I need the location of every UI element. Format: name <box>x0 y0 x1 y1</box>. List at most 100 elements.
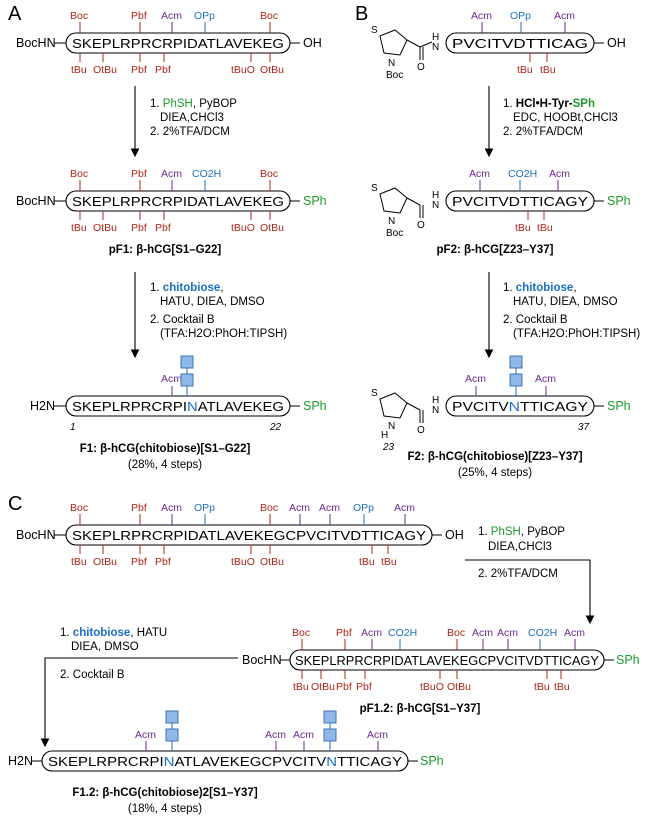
peptide-pf1-precursor: BocHN SKEPLRPRCRPIDATLAVEKEG OH Boc Pbf … <box>16 10 322 76</box>
svg-text:tBu: tBu <box>534 681 550 693</box>
svg-text:SPh: SPh <box>303 399 327 413</box>
svg-text:N: N <box>432 200 439 211</box>
reaction-conditions-c1: 1. PhSH, PyBOP DIEA,CHCl3 2. 2%TFA/DCM <box>478 526 565 580</box>
svg-text:Acm: Acm <box>135 729 156 741</box>
svg-text:Pbf: Pbf <box>155 222 171 234</box>
peptide-pf2: S N Boc O H N PVCITVDTTICAGY SPh Acm CO2… <box>371 168 631 239</box>
svg-text:tBu: tBu <box>359 556 375 568</box>
svg-text:SPh: SPh <box>420 754 444 768</box>
svg-text:SPh: SPh <box>607 194 631 208</box>
svg-text:Boc: Boc <box>386 70 403 81</box>
svg-text:N: N <box>432 42 439 53</box>
compound-name-pf1: pF1: β-hCG[S1–G22] <box>109 244 222 256</box>
svg-text:SKEPLRPRCRPIDATLAVEKEGCPVCITVD: SKEPLRPRCRPIDATLAVEKEGCPVCITVDTTICAGY <box>72 529 427 543</box>
compound-name-f12: F1.2: β-hCG(chitobiose)2[S1–Y37] <box>72 787 257 799</box>
svg-text:tBuO: tBuO <box>231 222 255 234</box>
pg-pbf: Pbf <box>131 10 147 22</box>
sugar-unit <box>509 373 523 387</box>
residue-number: 23 <box>382 442 395 453</box>
svg-text:Pbf: Pbf <box>336 627 352 639</box>
svg-text:N: N <box>388 58 395 69</box>
svg-text:2. 2%TFA/DCM: 2. 2%TFA/DCM <box>478 568 558 580</box>
svg-text:O: O <box>417 62 425 73</box>
sugar-unit <box>180 373 194 387</box>
svg-text:OH: OH <box>445 528 464 542</box>
svg-text:OPp: OPp <box>510 10 531 22</box>
svg-text:Boc: Boc <box>386 228 403 239</box>
svg-text:1. HCl•H-Tyr-SPh: 1. HCl•H-Tyr-SPh <box>503 98 595 110</box>
svg-text:Acm: Acm <box>161 168 182 180</box>
svg-text:H: H <box>432 32 439 43</box>
pg-acm: Acm <box>161 10 182 22</box>
svg-text:Pbf: Pbf <box>336 681 352 693</box>
svg-text:PVCITVDTTICAG: PVCITVDTTICAG <box>452 37 588 51</box>
svg-text:tBu: tBu <box>537 222 553 234</box>
svg-text:2. Cocktail B: 2. Cocktail B <box>60 669 125 681</box>
yield-f12: (18%, 4 steps) <box>128 803 202 815</box>
reaction-arrow <box>40 657 238 748</box>
svg-text:Pbf: Pbf <box>356 681 372 693</box>
thiazolidine-boc: S N Boc O H N <box>371 25 439 81</box>
svg-text:SPh: SPh <box>607 399 631 413</box>
svg-text:2. Cocktail B: 2. Cocktail B <box>150 314 215 326</box>
pg-pbf: Pbf <box>131 64 147 76</box>
residue-number: 37 <box>578 422 590 433</box>
svg-text:tBu: tBu <box>540 64 556 76</box>
svg-text:Pbf: Pbf <box>131 222 147 234</box>
svg-text:SKEPLRPRCRPIDATLAVEKEG: SKEPLRPRCRPIDATLAVEKEG <box>72 195 284 209</box>
svg-text:H: H <box>432 395 439 406</box>
svg-text:2. 2%TFA/DCM: 2. 2%TFA/DCM <box>503 126 583 138</box>
c-term-oh: OH <box>303 36 322 50</box>
svg-text:S: S <box>371 388 378 399</box>
svg-text:CO2H: CO2H <box>388 627 417 639</box>
svg-text:2. Cocktail B: 2. Cocktail B <box>503 314 568 326</box>
sugar-unit <box>165 710 179 724</box>
svg-text:1. chitobiose,: 1. chitobiose, <box>150 282 224 294</box>
panel-label-a: A <box>8 3 22 25</box>
pg-otbu: OtBu <box>260 64 284 76</box>
svg-text:DIEA, DMSO: DIEA, DMSO <box>71 641 139 653</box>
svg-text:CO2H: CO2H <box>508 168 537 180</box>
svg-text:DIEA,CHCl3: DIEA,CHCl3 <box>160 112 224 124</box>
svg-text:Acm: Acm <box>469 168 490 180</box>
svg-text:PVCITVDTTICAGY: PVCITVDTTICAGY <box>452 195 589 209</box>
reaction-conditions-b1: 1. HCl•H-Tyr-SPh EDC, HOOBt,CHCl3 2. 2%T… <box>503 98 618 138</box>
svg-text:N: N <box>432 405 439 416</box>
svg-text:HATU, DIEA, DMSO: HATU, DIEA, DMSO <box>160 296 265 308</box>
svg-text:Acm: Acm <box>367 729 388 741</box>
svg-text:Acm: Acm <box>394 502 415 514</box>
svg-text:OH: OH <box>607 36 626 50</box>
svg-text:Boc: Boc <box>260 502 278 514</box>
sugar-unit <box>509 355 523 369</box>
peptide-pf2-precursor: PVCITVDTTICAG OH Acm OPp Acm tBu tBu <box>445 10 626 76</box>
compound-name-pf12: pF1.2: β-hCG[S1–Y37] <box>360 703 481 715</box>
peptide-pf12-precursor: BocHN SKEPLRPRCRPIDATLAVEKEGCPVCITVDTTIC… <box>16 502 464 568</box>
pg-boc: Boc <box>70 10 88 22</box>
svg-text:H2N: H2N <box>30 399 55 413</box>
svg-text:Acm: Acm <box>497 627 518 639</box>
panel-label-b: B <box>355 3 368 25</box>
svg-text:SPh: SPh <box>616 653 640 667</box>
reaction-conditions-a1: 1. PhSH, PyBOP DIEA,CHCl3 2. 2%TFA/DCM <box>150 98 237 138</box>
compound-name-pf2: pF2: β-hCG[Z23–Y37] <box>437 244 554 256</box>
reaction-conditions-b2: 1. chitobiose, HATU, DIEA, DMSO 2. Cockt… <box>503 282 640 340</box>
svg-text:tBu: tBu <box>71 556 87 568</box>
svg-text:H2N: H2N <box>8 754 33 768</box>
svg-text:tBu: tBu <box>71 222 87 234</box>
reaction-conditions-a2: 1. chitobiose, HATU, DIEA, DMSO 2. Cockt… <box>150 282 287 340</box>
svg-text:1. PhSH, PyBOP: 1. PhSH, PyBOP <box>478 526 565 538</box>
svg-text:OPp: OPp <box>194 502 215 514</box>
panel-label-c: C <box>8 493 22 515</box>
svg-text:BocHN: BocHN <box>242 653 282 667</box>
svg-text:tBu: tBu <box>293 681 309 693</box>
svg-text:Acm: Acm <box>535 373 556 385</box>
yield-f1: (28%, 4 steps) <box>128 459 202 471</box>
svg-text:S: S <box>371 25 378 36</box>
reaction-arrow <box>465 559 595 625</box>
